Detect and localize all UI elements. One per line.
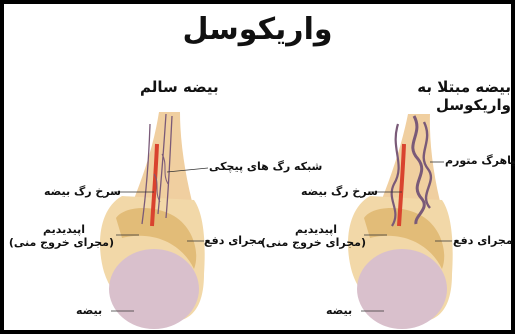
label-healthy-vas-deferens: مجرای دفع [204, 234, 264, 247]
label-varicocele-vas-deferens: مجرای دفع [453, 234, 513, 247]
varicocele-testis-illustration [348, 114, 453, 329]
healthy-testis [109, 249, 199, 329]
label-varicocele-epididymis: اپیدیدیم (مجرای خروج منی) [266, 223, 366, 249]
label-healthy-testicular-artery: سرخ رگ بیضه [44, 185, 121, 198]
label-varicocele-epididymis-line1: اپیدیدیم [266, 223, 366, 236]
label-varicocele-testicular-artery: سرخ رگ بیضه [301, 185, 378, 198]
label-healthy-epididymis-line1: اپیدیدیم [14, 223, 114, 236]
label-varicocele-epididymis-line2: (مجرای خروج منی) [266, 236, 366, 249]
label-healthy-epididymis-line2: (مجرای خروج منی) [14, 236, 114, 249]
label-varicocele-testis: بیضه [326, 304, 352, 317]
healthy-testis-illustration [100, 112, 208, 329]
label-healthy-epididymis: اپیدیدیم (مجرای خروج منی) [14, 223, 114, 249]
label-swollen-vein: سیاهرگ متورم [445, 154, 515, 167]
varicocele-testis [357, 249, 447, 329]
label-pampiniform-plexus: شبکه رگ های پیچکی [209, 160, 322, 173]
label-healthy-testis: بیضه [76, 304, 102, 317]
